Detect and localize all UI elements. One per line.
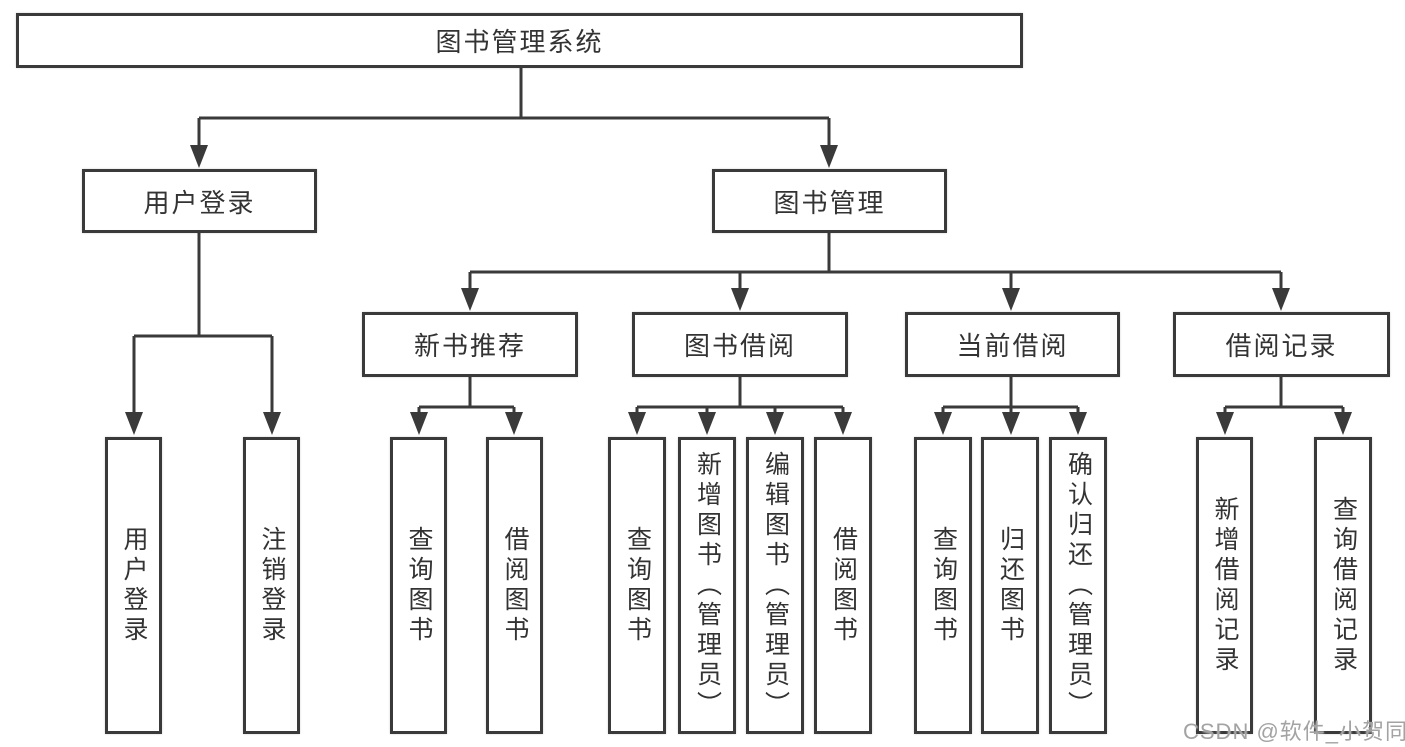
connector-segments (132, 68, 1345, 413)
arrowheads (125, 145, 1352, 435)
leaf-br-query-record: 查询借阅记录 (1314, 437, 1372, 734)
leaf-rec-query-book: 查询图书 (390, 437, 447, 734)
leaf-bb-query-book: 查询图书 (608, 437, 666, 734)
leaf-bb-borrow-book: 借阅图书 (814, 437, 872, 734)
leaf-bb-edit-book-admin: 编辑图书（管理员） (746, 437, 804, 734)
leaf-cb-return-book: 归还图书 (981, 437, 1039, 734)
node-root: 图书管理系统 (16, 13, 1023, 68)
node-borrow-record: 借阅记录 (1173, 312, 1390, 377)
node-current-borrow: 当前借阅 (905, 312, 1120, 377)
node-new-book-rec: 新书推荐 (362, 312, 578, 377)
node-book-mgmt: 图书管理 (712, 169, 947, 233)
leaf-br-add-record: 新增借阅记录 (1196, 437, 1253, 734)
leaf-user-login: 用户登录 (105, 437, 162, 734)
leaf-cb-query-book: 查询图书 (914, 437, 972, 734)
leaf-logout: 注销登录 (243, 437, 300, 734)
watermark: CSDN @软件_小贺同学 (1183, 719, 1405, 744)
node-book-borrow: 图书借阅 (632, 312, 848, 377)
leaf-rec-borrow-book: 借阅图书 (486, 437, 543, 734)
leaf-bb-add-book-admin: 新增图书（管理员） (678, 437, 736, 734)
node-user-login: 用户登录 (82, 169, 317, 233)
leaf-cb-confirm-return-admin: 确认归还（管理员） (1049, 437, 1107, 734)
